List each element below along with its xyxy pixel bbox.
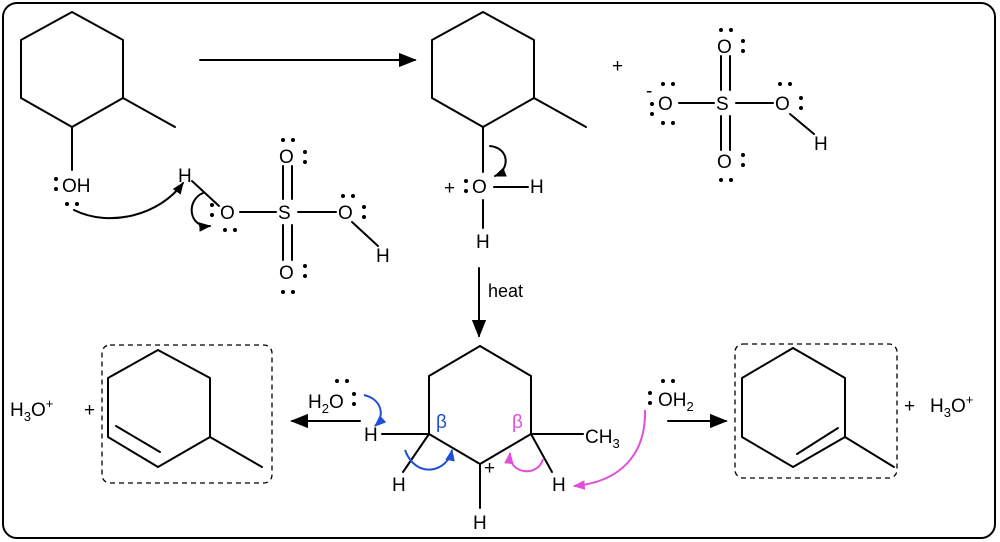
protonated-h-right-label: H xyxy=(530,177,544,198)
sulfuric-acid: H O S O O O H xyxy=(178,138,390,294)
bisulfate-s-label: S xyxy=(716,94,729,115)
acid-o-top-label: O xyxy=(279,147,294,168)
water-right-label: OH2 xyxy=(658,390,694,414)
bond-break-arrow xyxy=(190,192,212,232)
carbocation: CH3 H H H H + β β xyxy=(364,345,620,534)
methylcyclohexanol: OH xyxy=(20,11,176,206)
carbocation-charge: + xyxy=(484,458,495,479)
protonated-o-label: O xyxy=(472,177,487,198)
h3o-left-label: H3O+ xyxy=(10,396,53,424)
water-left-label: H2O xyxy=(308,392,344,416)
plus-sign-left: + xyxy=(84,400,95,421)
plus-sign-right: + xyxy=(904,396,915,417)
acid-h-right-label: H xyxy=(376,246,390,267)
h-bottom-label: H xyxy=(473,513,487,534)
blue-arrow-bond-shift xyxy=(404,448,455,471)
h3o-right-label: H3O+ xyxy=(930,392,973,420)
product-box-right xyxy=(734,343,898,479)
heat-label: heat xyxy=(488,281,523,301)
bisulfate-ion: - O S O O O H xyxy=(646,28,828,182)
protonated-alcohol: + O H H xyxy=(431,11,587,253)
protonated-charge: + xyxy=(444,178,455,199)
bisulfate-o-bottom-label: O xyxy=(717,152,732,173)
blue-arrow-water-attack xyxy=(363,394,387,427)
acid-s-label: S xyxy=(278,203,291,224)
h-lower-right-label: H xyxy=(552,475,566,496)
acid-o-bottom-label: O xyxy=(279,263,294,284)
magenta-arrow-water-attack xyxy=(572,409,647,490)
beta-left-label: β xyxy=(436,412,447,433)
acid-o-right-label: O xyxy=(338,203,353,224)
bisulfate-o-left-label: O xyxy=(658,94,673,115)
beta-right-label: β xyxy=(512,412,523,433)
h-left-label: H xyxy=(364,425,378,446)
bisulfate-o-top-label: O xyxy=(717,37,732,58)
leaving-group-arrow xyxy=(489,145,507,177)
product-left-alkene xyxy=(107,349,263,468)
acid-h-label: H xyxy=(178,166,192,187)
acid-o-label: O xyxy=(220,203,235,224)
product-box-left xyxy=(101,344,273,484)
protonated-h-bottom-label: H xyxy=(476,232,490,253)
alcohol-oh-label: OH xyxy=(62,176,91,197)
plus-sign-top: + xyxy=(612,56,623,77)
product-right-alkene xyxy=(741,347,895,468)
bisulfate-charge: - xyxy=(646,81,652,102)
bisulfate-o-right-label: O xyxy=(775,94,790,115)
bisulfate-h-label: H xyxy=(814,134,828,155)
attack-arrow-oh-to-h xyxy=(73,182,184,220)
ch3-label: CH3 xyxy=(585,427,620,451)
magenta-arrow-bond-shift xyxy=(504,451,544,473)
h-lower-left-label: H xyxy=(392,475,406,496)
